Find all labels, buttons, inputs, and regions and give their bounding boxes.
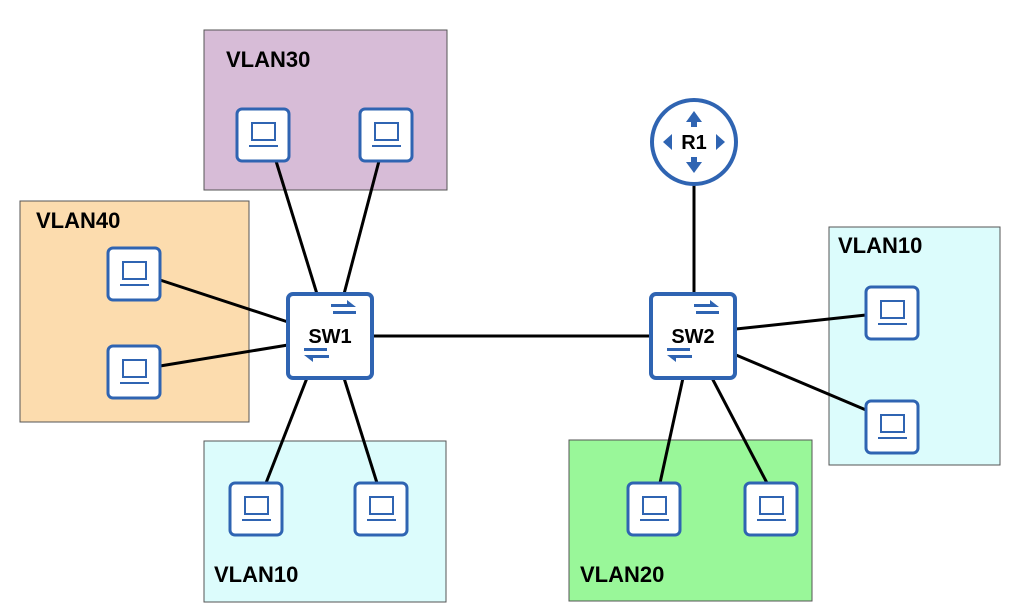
link-sw2-pc-vlan10-b xyxy=(735,353,867,412)
r1-router[interactable]: R1 xyxy=(650,98,738,186)
pc-icon[interactable] xyxy=(106,344,162,400)
pc-icon[interactable] xyxy=(626,481,682,537)
vlan30-label: VLAN30 xyxy=(226,47,310,72)
link-sw1-pc-vlan10-a xyxy=(264,377,309,484)
pc-icon[interactable] xyxy=(353,481,409,537)
link-sw1-pc-vlan10-b xyxy=(342,377,379,484)
router-icon xyxy=(650,98,738,186)
vlan10-sw2-label: VLAN10 xyxy=(838,233,922,258)
links xyxy=(159,160,867,484)
pc-icon[interactable] xyxy=(864,399,920,455)
link-sw1-pc-vlan30-b xyxy=(342,160,381,295)
pc-icon[interactable] xyxy=(235,107,291,163)
switch-arrows-icon xyxy=(667,300,719,362)
pc-icon[interactable] xyxy=(106,246,162,302)
vlan20-label: VLAN20 xyxy=(580,562,664,587)
r1-label: R1 xyxy=(681,132,707,154)
vlan40-label: VLAN40 xyxy=(36,208,120,233)
sw1-label: SW1 xyxy=(308,326,351,348)
link-sw1-pc-vlan40-a xyxy=(159,278,289,324)
link-sw2-pc-vlan20-b xyxy=(710,377,769,484)
link-sw1-pc-vlan30-a xyxy=(274,160,319,295)
switch-arrows-icon xyxy=(304,300,356,362)
link-sw2-pc-vlan20-a xyxy=(658,377,685,484)
router-arrows-icon xyxy=(663,111,725,173)
vlan10-sw1-label: VLAN10 xyxy=(214,562,298,587)
link-sw2-pc-vlan10-a xyxy=(735,313,867,331)
pc-icon[interactable] xyxy=(864,285,920,341)
pc-icon[interactable] xyxy=(743,481,799,537)
sw2-label: SW2 xyxy=(671,326,714,348)
pc-icon[interactable] xyxy=(358,107,414,163)
link-sw1-pc-vlan40-b xyxy=(159,343,289,368)
pc-icon[interactable] xyxy=(228,481,284,537)
sw2-switch[interactable]: SW2 xyxy=(649,292,737,380)
sw1-switch[interactable]: SW1 xyxy=(286,292,374,380)
